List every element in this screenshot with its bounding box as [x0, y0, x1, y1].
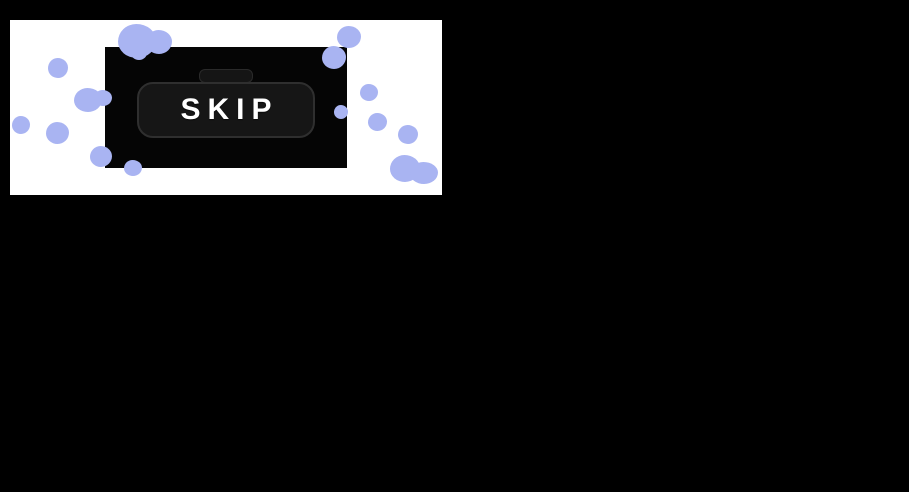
game-viewport: SKIP — [10, 20, 442, 195]
paint-blob — [12, 116, 30, 134]
skip-button-tab — [199, 69, 253, 83]
paint-blob — [48, 58, 68, 78]
paint-blob — [398, 125, 418, 144]
skip-button[interactable]: SKIP — [137, 82, 315, 138]
cutscene-overlay: SKIP — [105, 47, 347, 168]
paint-blob — [46, 122, 69, 144]
paint-blob — [74, 88, 102, 112]
paint-blob — [410, 162, 438, 184]
paint-blob — [368, 113, 387, 131]
paint-blob — [360, 84, 378, 101]
paint-blob — [337, 26, 361, 48]
paint-blob — [390, 155, 420, 182]
